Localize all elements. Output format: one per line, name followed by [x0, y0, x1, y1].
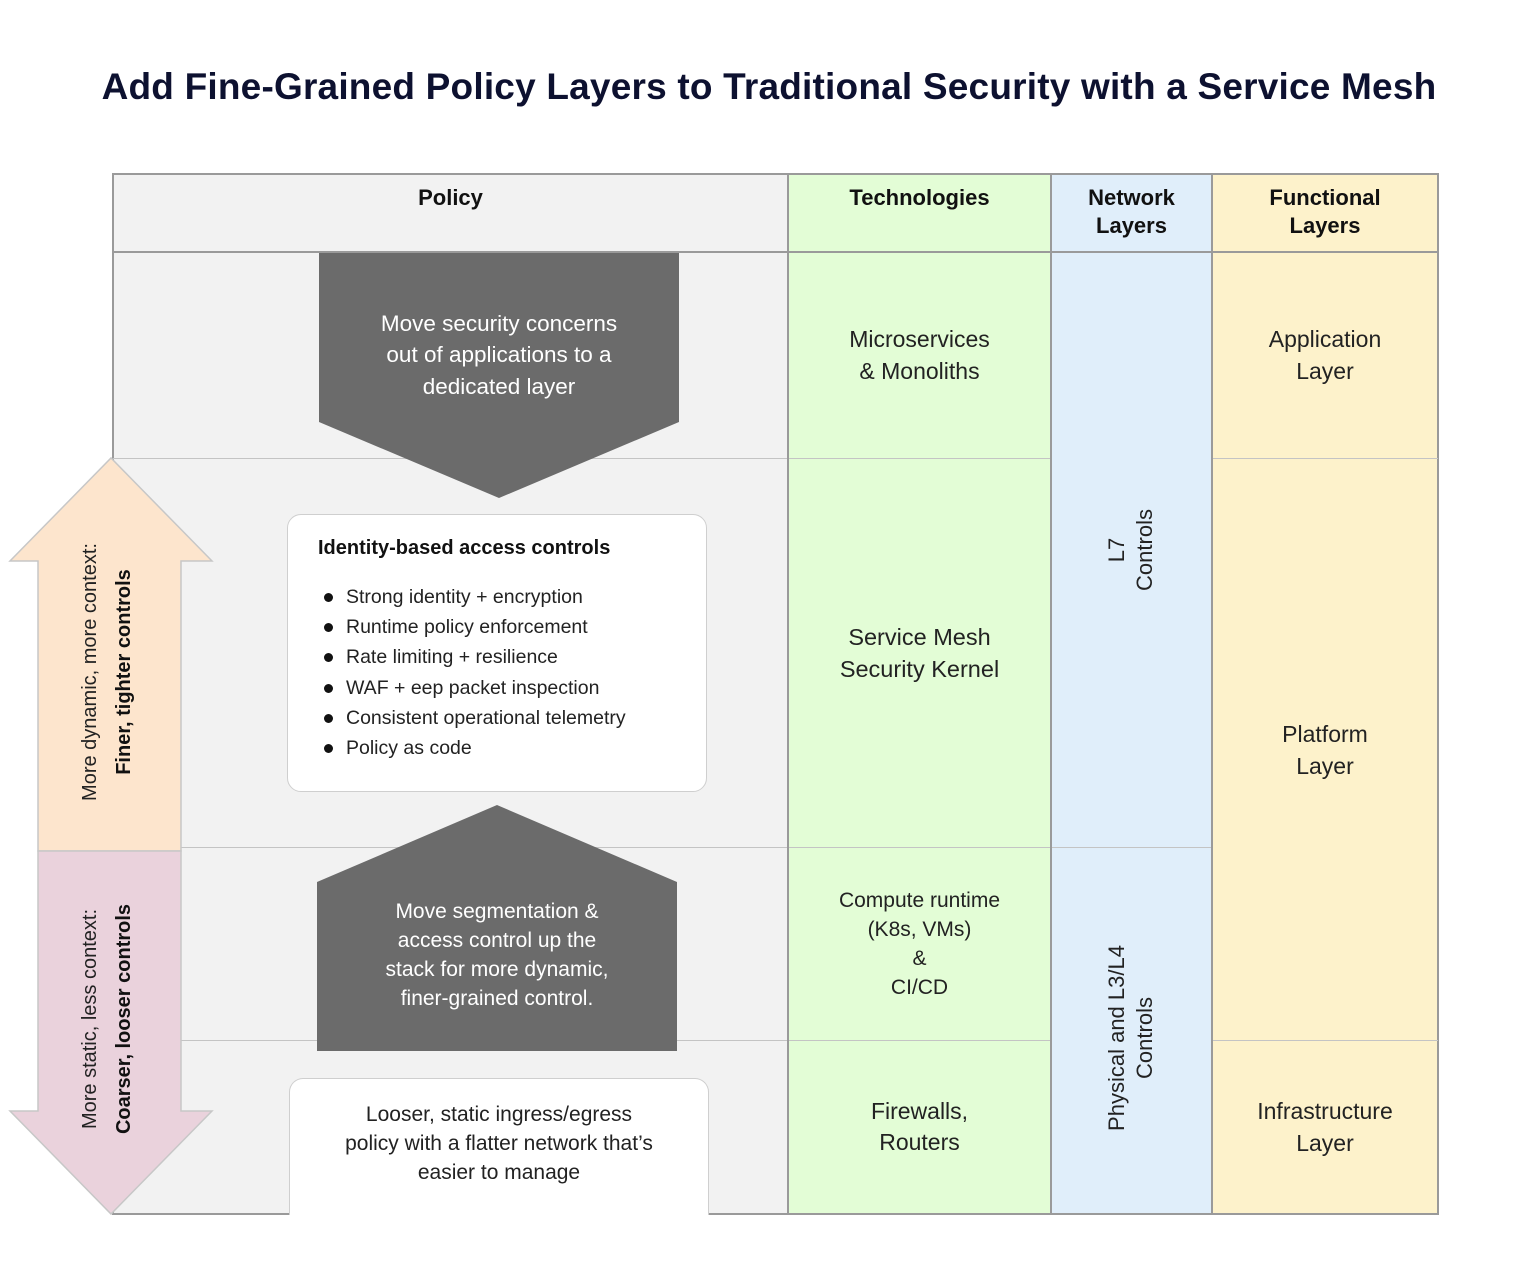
tech-service-mesh: Service Mesh Security Kernel: [839, 624, 1000, 682]
identity-box-title: Identity-based access controls: [318, 537, 611, 559]
l3-line-2: Controls: [1132, 997, 1157, 1079]
static-policy-text: Looser, static ingress/egress policy wit…: [345, 1102, 653, 1184]
up-arrow-text-1: More dynamic, more context:: [79, 543, 101, 801]
down-arrow-text-2: Coarser, looser controls: [113, 903, 135, 1135]
tech-compute-runtime: Compute runtime (K8s, VMs) & CI/CD: [838, 889, 1001, 999]
bullet-item: WAF + eep packet inspection: [306, 673, 706, 703]
down-arrow-label: More static, less context: Coarser, loos…: [73, 864, 141, 1174]
policy-shapes-graphic: [317, 253, 679, 1051]
functional-infrastructure-layer: Infrastructure Layer: [1257, 1098, 1393, 1156]
row-divider-3-func: [1212, 1040, 1438, 1041]
column-divider-1: [787, 173, 789, 1215]
row-divider-1-tech: [788, 458, 1051, 459]
header-functional-layers-label: Functional Layers: [1269, 185, 1381, 238]
header-functional-layers: Functional Layers: [1212, 182, 1438, 242]
l7-controls-label: L7 Controls: [1101, 430, 1161, 670]
down-arrow-text-1: More static, less context:: [79, 908, 101, 1130]
tech-microservices: Microservices & Monoliths: [849, 326, 990, 384]
bottom-pentagon-arrow: [317, 805, 677, 1051]
l3-line-1: Physical and L3/L4: [1104, 945, 1129, 1131]
header-network-layers-label: Network Layers: [1088, 185, 1175, 238]
top-shape-text: Move security concerns out of applicatio…: [380, 310, 618, 399]
top-pentagon-arrow: [319, 253, 679, 498]
header-policy: Policy: [113, 174, 788, 222]
header-network-layers: Network Layers: [1051, 182, 1212, 242]
header-separator: [113, 251, 1438, 253]
up-arrow-shape: [8, 456, 214, 852]
identity-bullet-list: Strong identity + encryption Runtime pol…: [306, 582, 706, 763]
column-divider-3: [1211, 173, 1213, 1215]
static-policy-box: Looser, static ingress/egress policy wit…: [289, 1078, 709, 1215]
network-layers-column: [1051, 174, 1212, 1214]
header-technologies-label: Technologies: [849, 185, 990, 210]
row-divider-1-func: [1212, 458, 1438, 459]
l3-l4-controls-label: Physical and L3/L4 Controls: [1101, 888, 1161, 1188]
l7-line-2: Controls: [1132, 509, 1157, 591]
up-arrow-text-2: Finer, tighter controls: [113, 569, 135, 775]
tech-firewalls: Firewalls, Routers: [870, 1098, 969, 1155]
up-arrow-label: More dynamic, more context: Finer, tight…: [73, 517, 141, 827]
bullet-item: Rate limiting + resilience: [306, 642, 706, 672]
functional-platform-layer: Platform Layer: [1282, 720, 1368, 779]
bottom-shape-text: Move segmentation & access control up th…: [385, 900, 609, 1010]
row-divider-2-tech: [788, 847, 1212, 848]
bullet-item: Strong identity + encryption: [306, 582, 706, 612]
header-technologies: Technologies: [788, 174, 1051, 222]
functional-application-layer: Application Layer: [1268, 326, 1382, 384]
l7-line-1: L7: [1104, 537, 1129, 563]
bullet-item: Runtime policy enforcement: [306, 612, 706, 642]
header-policy-label: Policy: [418, 185, 483, 210]
bullet-item: Policy as code: [306, 733, 706, 763]
row-divider-3-tech: [788, 1040, 1051, 1041]
identity-access-box: Identity-based access controls Strong id…: [287, 514, 707, 792]
double-arrow-graphic: [8, 456, 214, 1216]
down-arrow-shape: [8, 850, 214, 1216]
column-divider-2: [1050, 173, 1052, 1215]
diagram-title: Add Fine-Grained Policy Layers to Tradit…: [101, 66, 1437, 107]
bullet-item: Consistent operational telemetry: [306, 703, 706, 733]
